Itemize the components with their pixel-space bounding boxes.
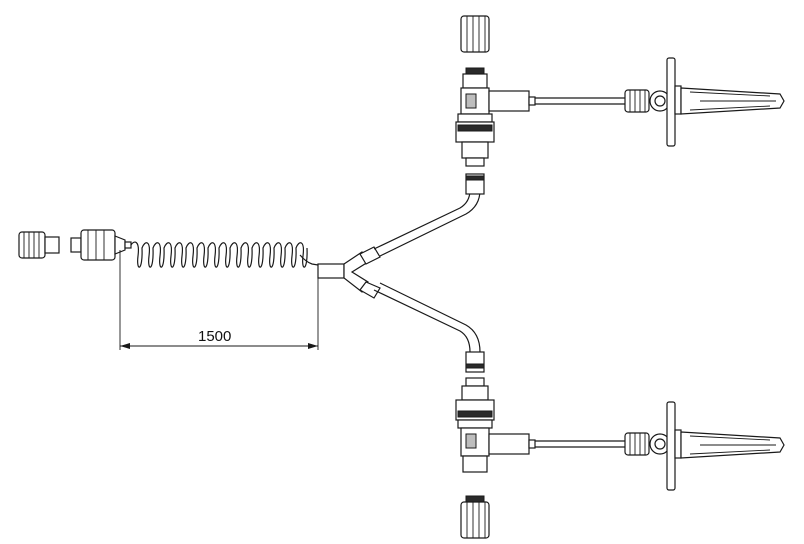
lower-spike bbox=[666, 401, 785, 491]
dimension-label: 1500 bbox=[198, 328, 231, 345]
female-luer-connector bbox=[70, 229, 132, 261]
upper-branch-tube bbox=[373, 189, 481, 257]
upper-spike bbox=[666, 57, 785, 147]
lower-t-valve bbox=[455, 351, 536, 473]
lower-branch-tube bbox=[373, 282, 481, 353]
lower-clamp bbox=[624, 432, 671, 456]
male-luer-cap bbox=[18, 231, 60, 259]
length-dimension: 1500 bbox=[119, 250, 319, 350]
lower-branch-assembly bbox=[455, 351, 785, 539]
upper-cap bbox=[460, 15, 490, 75]
upper-clamp bbox=[624, 89, 671, 113]
coiled-tubing bbox=[130, 241, 319, 268]
y-connector bbox=[317, 246, 381, 299]
lower-cap bbox=[460, 495, 490, 539]
upper-branch-assembly bbox=[455, 15, 785, 195]
upper-t-valve bbox=[455, 73, 536, 195]
